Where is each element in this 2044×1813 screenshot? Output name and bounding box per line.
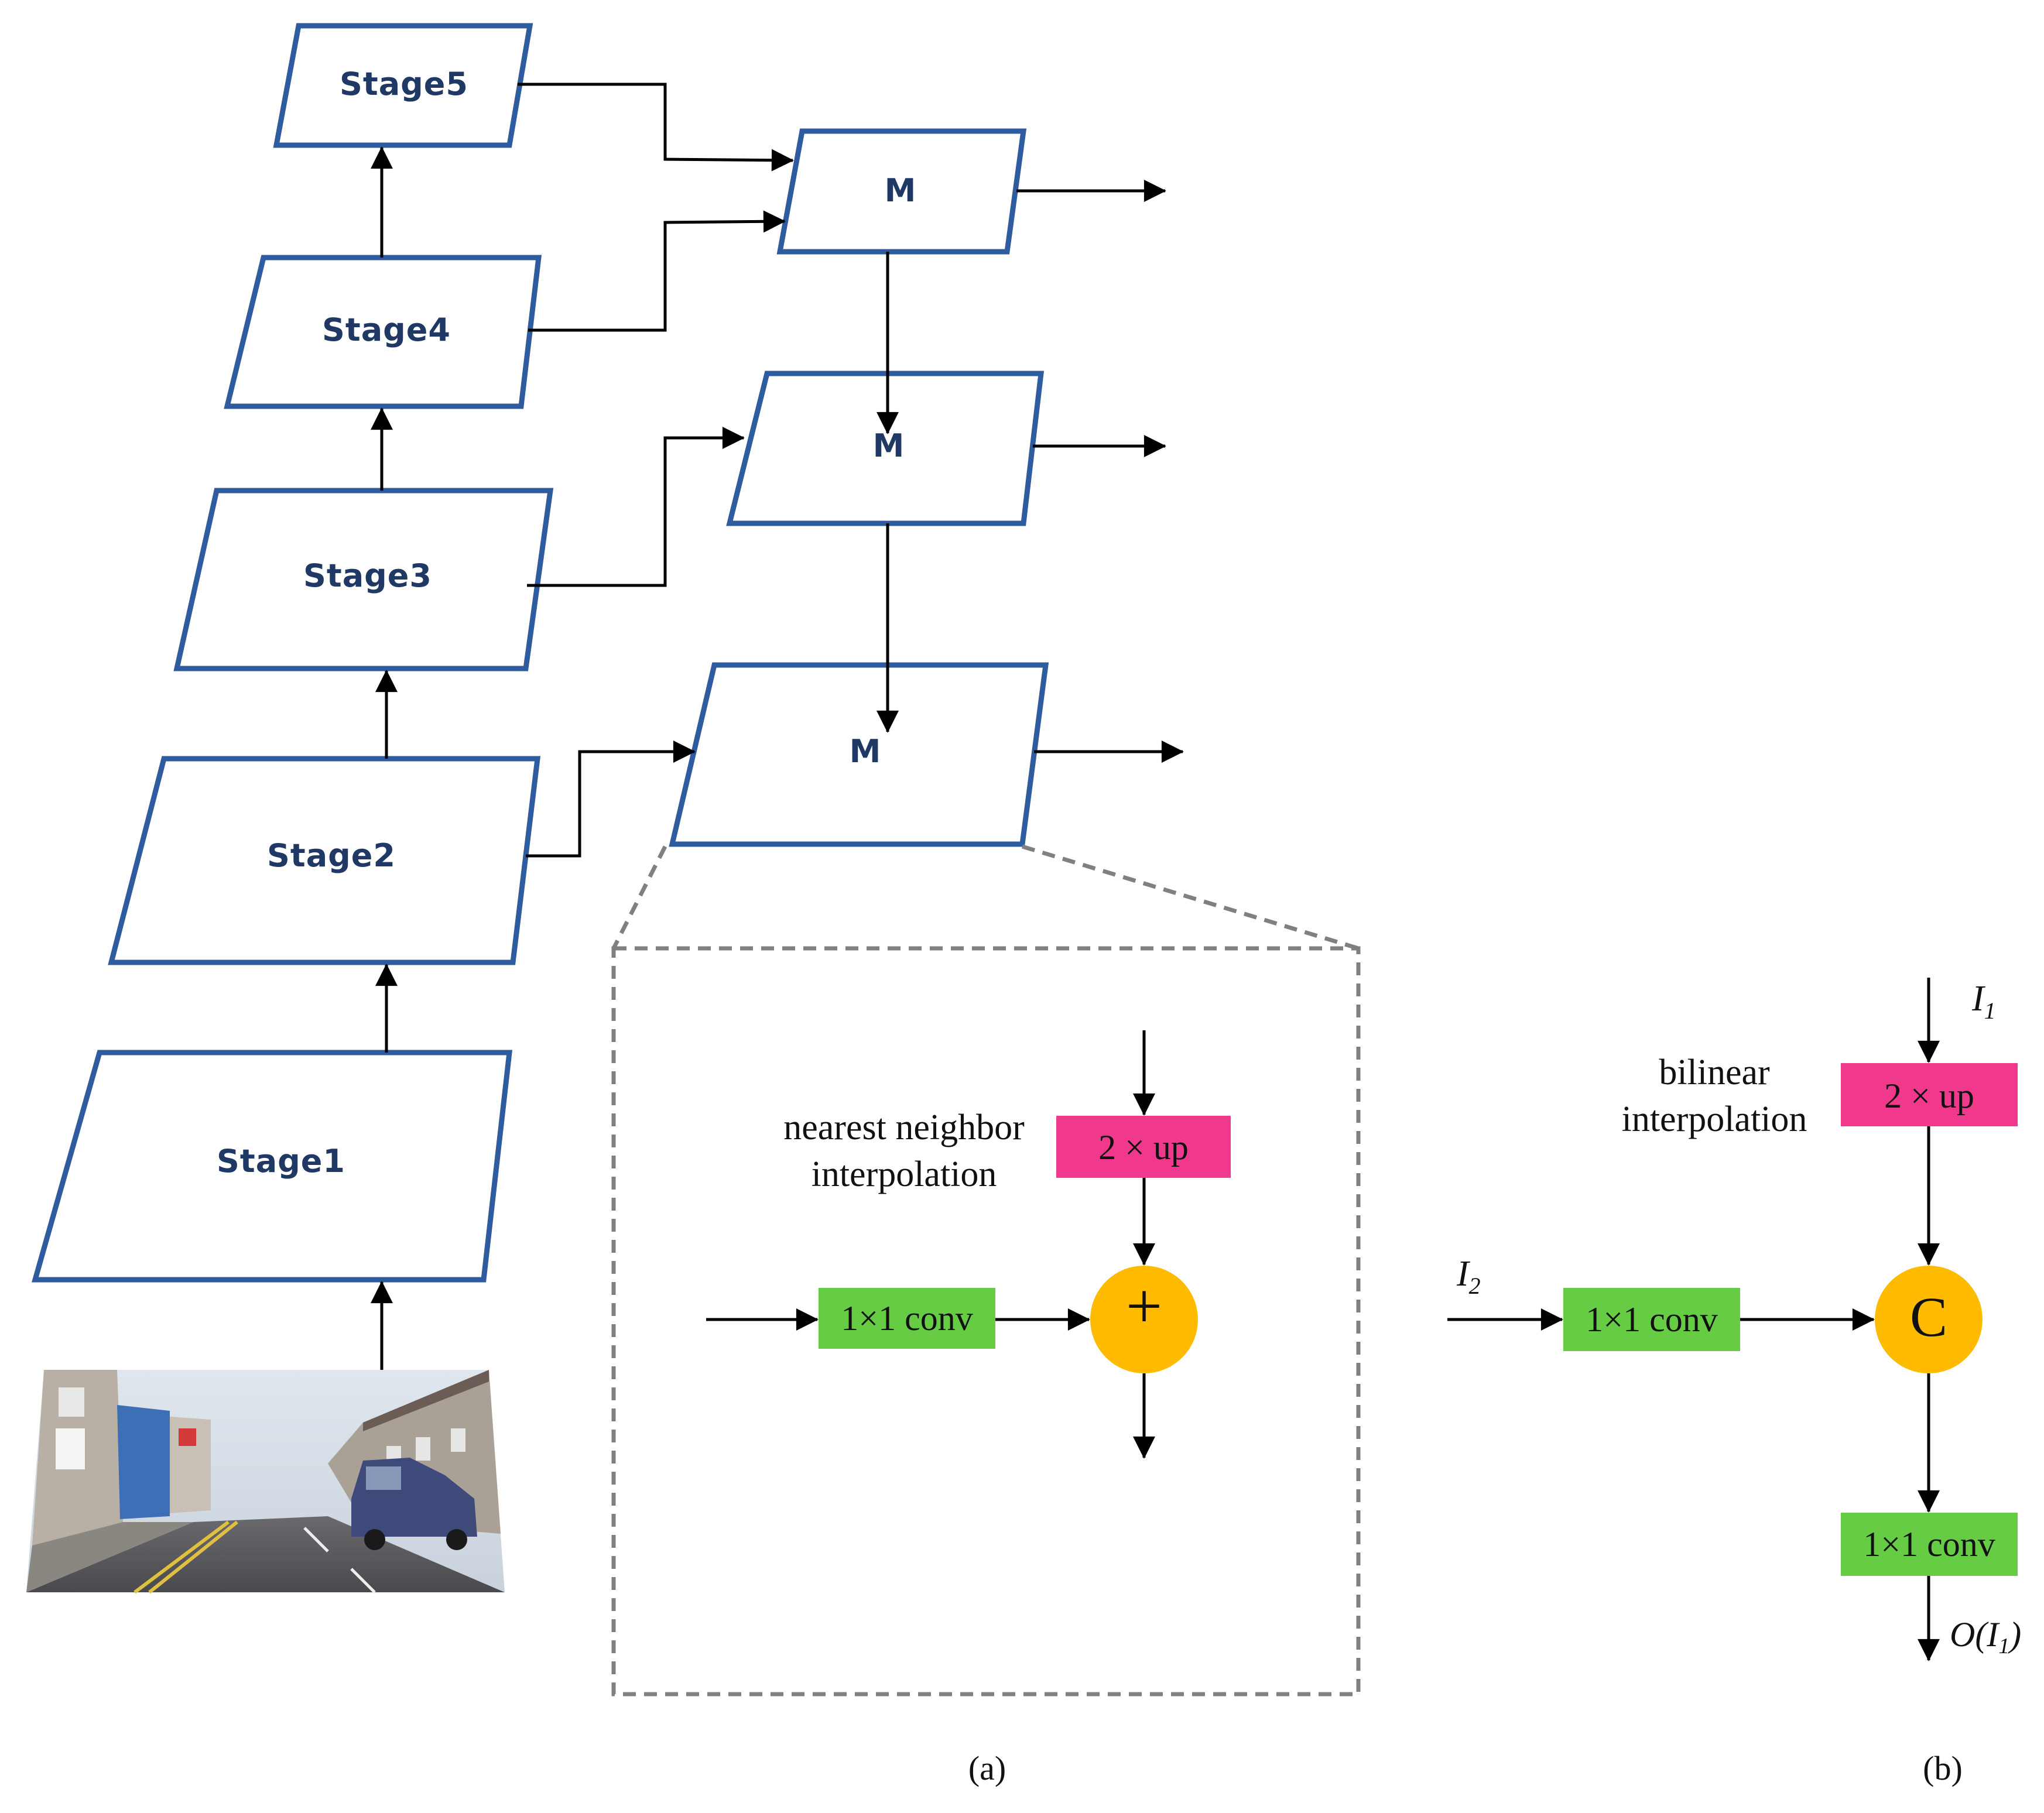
stage4-label: Stage4 [322, 311, 451, 348]
output-o: O(I1) [1950, 1615, 2021, 1658]
connection-arrows [518, 83, 1184, 858]
interp-label-a-line1: nearest neighbor [783, 1108, 1025, 1147]
add-circle: + [1090, 1266, 1198, 1373]
interp-label-b-line1: bilinear [1659, 1053, 1770, 1092]
interp-label-b-line2: interpolation [1622, 1099, 1807, 1139]
input-street-image [26, 1370, 505, 1594]
stage2-label: Stage2 [267, 837, 396, 874]
concat-circle: C [1875, 1266, 1983, 1373]
detail-a-content: nearest neighbor interpolation 2 × up 1×… [706, 1030, 1231, 1787]
stage1-block: Stage1 [32, 1050, 513, 1283]
conv-box-b: 1×1 conv [1563, 1288, 1740, 1351]
stage3-block: Stage3 [173, 488, 554, 671]
merge-block-top: M [776, 128, 1027, 255]
stage5-label: Stage5 [340, 66, 468, 102]
up-box-b: 2 × up [1841, 1063, 2018, 1126]
backbone-arrows [371, 146, 398, 1370]
up-label-a: 2 × up [1098, 1128, 1189, 1167]
conv-label-b: 1×1 conv [1586, 1300, 1717, 1339]
caption-a: (a) [968, 1749, 1006, 1787]
input-i2: I2 [1456, 1254, 1481, 1299]
conv2-label-b: 1×1 conv [1863, 1525, 1995, 1564]
stage4-block: Stage4 [224, 255, 542, 409]
merge-label-bottom: M [850, 733, 882, 770]
stage3-label: Stage3 [303, 557, 432, 594]
add-symbol: + [1126, 1270, 1162, 1342]
input-i1: I1 [1971, 979, 1996, 1024]
stage1-label: Stage1 [217, 1143, 345, 1180]
conv-label-a: 1×1 conv [841, 1299, 973, 1338]
conv-box-a: 1×1 conv [819, 1288, 995, 1349]
conv-box-b2: 1×1 conv [1841, 1513, 2018, 1576]
detail-b-content: I1 bilinear interpolation 2 × up I2 1×1 … [1447, 978, 2021, 1787]
detail-a-zoom [611, 844, 1361, 1697]
stage5-block: Stage5 [273, 23, 533, 148]
concat-symbol: C [1910, 1286, 1947, 1348]
caption-b: (b) [1923, 1749, 1963, 1787]
merge-block-middle: M [726, 371, 1045, 526]
van-icon [351, 1458, 477, 1550]
merge-block-bottom: M [669, 662, 1049, 847]
interp-label-a-line2: interpolation [812, 1154, 997, 1194]
stage2-block: Stage2 [108, 756, 541, 965]
detail-a-arrows [706, 1030, 1155, 1459]
detail-b-arrows [1447, 978, 1940, 1661]
merge-label-top: M [885, 172, 917, 209]
up-box-a: 2 × up [1056, 1116, 1231, 1178]
up-label-b: 2 × up [1884, 1077, 1974, 1115]
